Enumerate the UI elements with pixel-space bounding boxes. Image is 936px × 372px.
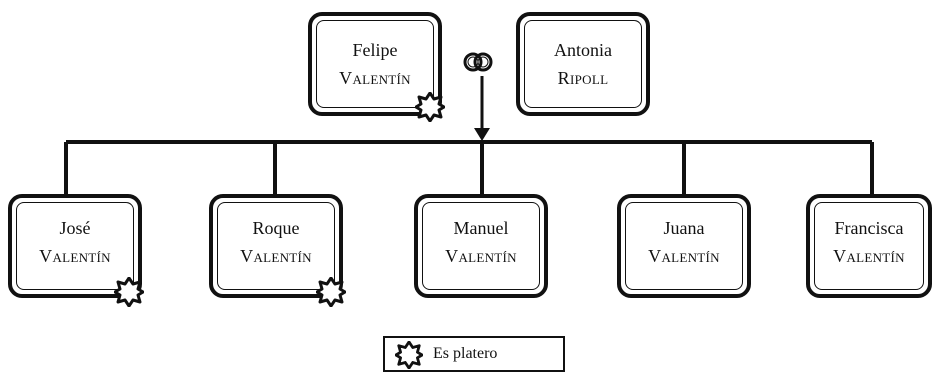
star-badge-icon xyxy=(114,277,144,307)
first-name: José xyxy=(59,218,91,238)
last-name: Valentín xyxy=(648,246,720,266)
descent-arrow xyxy=(474,128,490,141)
person-box-felipe: Felipe Valentín xyxy=(308,12,442,116)
box-inner-border xyxy=(524,20,642,108)
last-name: Valentín xyxy=(240,246,312,266)
first-name: Antonia xyxy=(554,40,612,60)
person-box-juana: Juana Valentín xyxy=(617,194,751,298)
first-name: Roque xyxy=(252,218,300,238)
first-name: Manuel xyxy=(453,218,509,238)
person-box-antonia: Antonia Ripoll xyxy=(516,12,650,116)
last-name: Ripoll xyxy=(557,68,609,88)
star-badge-icon xyxy=(316,277,346,307)
first-name: Juana xyxy=(663,218,705,238)
box-inner-border xyxy=(316,20,434,108)
last-name: Valentín xyxy=(39,246,111,266)
last-name: Valentín xyxy=(339,68,411,88)
star-badge-icon xyxy=(415,92,445,122)
last-name: Valentín xyxy=(445,246,517,266)
first-name: Francisca xyxy=(834,218,904,238)
wedding-rings-icon xyxy=(463,52,493,72)
legend-label: Es platero xyxy=(433,345,498,362)
box-inner-border xyxy=(814,202,924,290)
last-name: Valentín xyxy=(833,246,905,266)
person-box-manuel: Manuel Valentín xyxy=(414,194,548,298)
person-box-jose: José Valentín xyxy=(8,194,142,298)
box-inner-border xyxy=(625,202,743,290)
person-box-francisca: Francisca Valentín xyxy=(806,194,932,298)
box-inner-border xyxy=(422,202,540,290)
box-inner-border xyxy=(16,202,134,290)
first-name: Felipe xyxy=(352,40,398,60)
star-badge-icon xyxy=(395,341,423,369)
legend-box: Es platero xyxy=(383,336,565,372)
box-inner-border xyxy=(217,202,335,290)
